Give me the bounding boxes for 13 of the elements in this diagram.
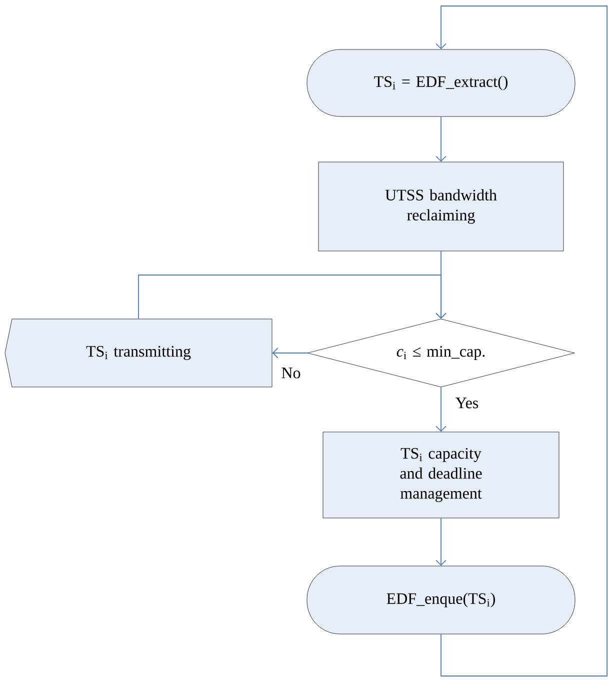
- edge-label: Yes: [454, 396, 480, 410]
- arrow: [436, 116, 446, 162]
- terminal-box: TS$_{i}$ = EDF_extract(): [306, 49, 576, 117]
- arrow: [436, 518, 446, 566]
- process-box: TS$_{i}$ capacity and deadline management: [322, 432, 560, 518]
- arrow: [436, 386, 446, 432]
- terminal-box: EDF_enque(TS$_{i}$): [306, 566, 576, 634]
- arrow: [436, 6, 608, 676]
- edge-label: No: [280, 366, 302, 380]
- arrow: [272, 348, 308, 358]
- process-box: UTSS bandwidth reclaiming: [318, 162, 564, 252]
- arrow: [138, 274, 446, 320]
- display-box: TS$_{i}$ transmitting: [4, 318, 272, 388]
